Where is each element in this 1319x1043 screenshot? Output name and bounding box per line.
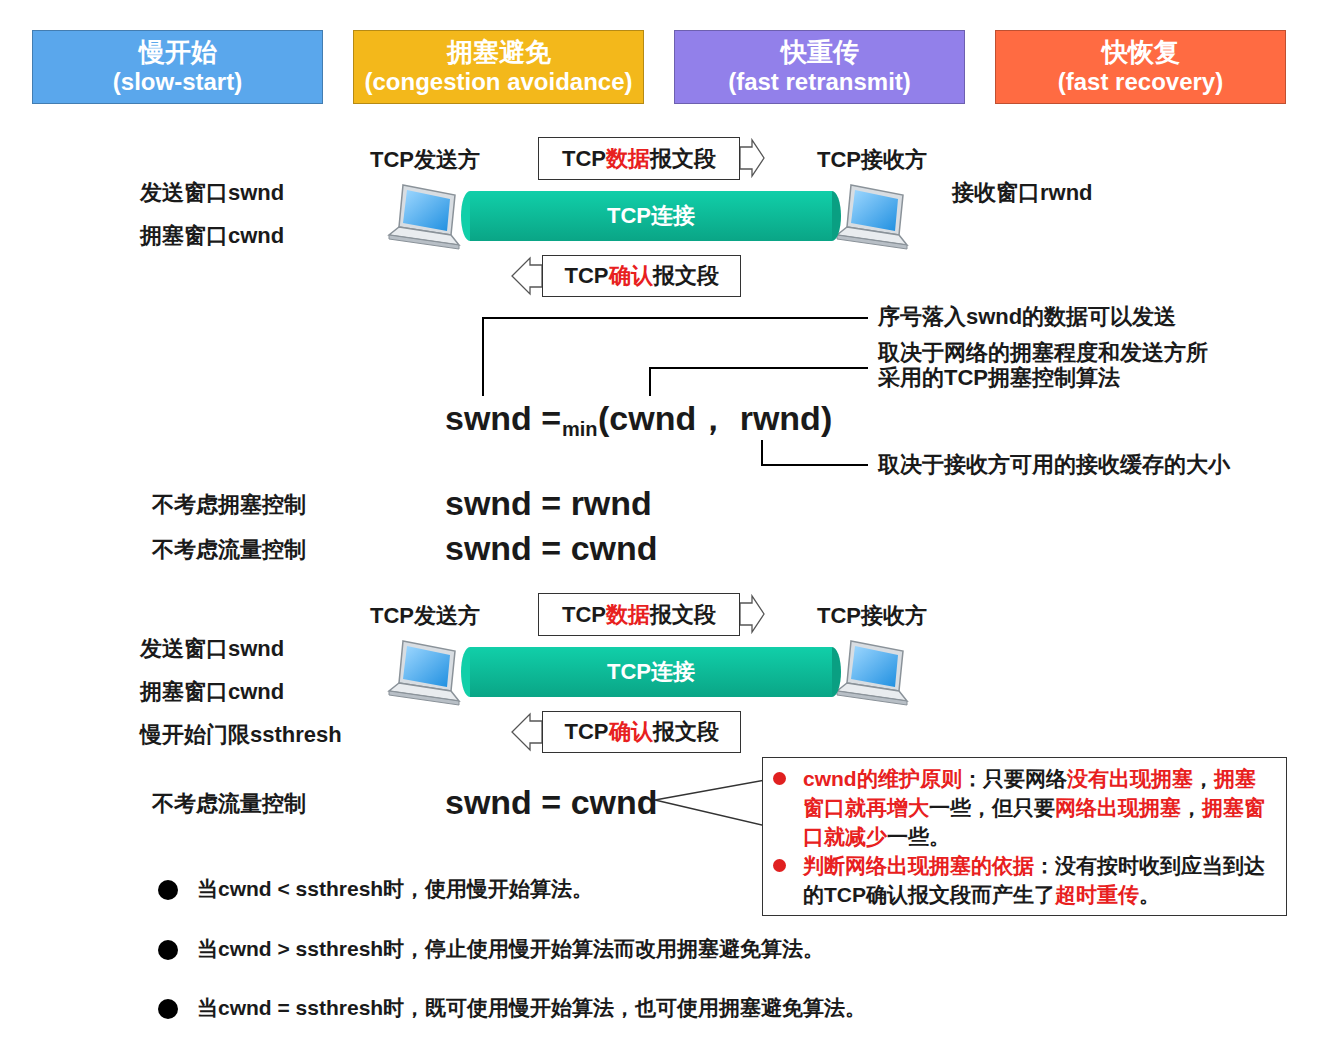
phase-header: 拥塞避免(congestion avoidance) — [353, 30, 644, 104]
segment-label: TCP — [565, 263, 609, 289]
label-text: 发送窗口swnd — [140, 636, 284, 661]
arrow-head — [740, 140, 764, 176]
segment-label: TCP — [562, 146, 606, 172]
callout-paragraph: cwnd的维护原则：只要网络没有出现拥塞，拥塞窗口就再增大一些，但只要网络出现拥… — [803, 764, 1276, 851]
callout-box: cwnd的维护原则：只要网络没有出现拥塞，拥塞窗口就再增大一些，但只要网络出现拥… — [762, 757, 1287, 916]
phase-title: 快恢复 — [1102, 37, 1180, 68]
tcp-connection-pipe: TCP连接 — [470, 191, 832, 241]
segment-label: 确认 — [609, 261, 653, 291]
label-text: 序号落入swnd的数据可以发送 — [878, 304, 1176, 329]
segment-label: 确认 — [609, 717, 653, 747]
callout-text: 一些，但只要 — [929, 796, 1055, 819]
callout-paragraph: 判断网络出现拥塞的依据：没有按时收到应当到达的TCP确认报文段而产生了超时重传。 — [803, 851, 1276, 909]
segment-label: 报文段 — [650, 144, 716, 174]
bullet-dot — [158, 940, 178, 960]
callout-text: ：只要网络 — [962, 767, 1067, 790]
pipe-label: TCP连接 — [607, 201, 695, 231]
label-text: 拥塞窗口cwnd — [140, 679, 284, 704]
label-text: TCP发送方 — [370, 147, 480, 172]
phase-title: 快重传 — [781, 37, 859, 68]
phase-subtitle: (fast retransmit) — [728, 68, 911, 97]
label-text: 接收窗口rwnd — [952, 180, 1093, 205]
bullet-dot — [773, 859, 786, 872]
label-text: 不考虑拥塞控制 — [152, 492, 306, 517]
leader-line — [762, 440, 868, 465]
bullet-dot — [773, 772, 786, 785]
label-text: 当cwnd = ssthresh时，既可使用慢开始算法，也可使用拥塞避免算法。 — [197, 996, 866, 1020]
callout-text: 没有出现拥塞 — [1067, 767, 1193, 790]
segment-box: TCP数据报文段 — [538, 137, 740, 180]
phase-subtitle: (congestion avoidance) — [364, 68, 632, 97]
label-text: 不考虑流量控制 — [152, 537, 306, 562]
formula-text: (cwnd， rwnd) — [598, 399, 832, 438]
formula-text: swnd = rwnd — [445, 484, 652, 523]
callout-text: ， — [1181, 796, 1202, 819]
phase-title: 拥塞避免 — [447, 37, 551, 68]
segment-label: TCP — [562, 602, 606, 628]
laptop-icon — [389, 185, 459, 249]
formula-text: swnd = cwnd — [445, 783, 658, 822]
segment-label: 报文段 — [653, 261, 719, 291]
segment-label: 数据 — [606, 144, 650, 174]
callout-text: 超时重传 — [1055, 883, 1139, 906]
label-text: 不考虑流量控制 — [152, 791, 306, 816]
segment-label: 报文段 — [653, 717, 719, 747]
label-text: 发送窗口swnd — [140, 180, 284, 205]
leader-line — [650, 368, 868, 396]
label-text: TCP发送方 — [370, 603, 480, 628]
label-text: 拥塞窗口cwnd — [140, 223, 284, 248]
leader-line — [483, 318, 868, 396]
phase-header: 快重传(fast retransmit) — [674, 30, 965, 104]
label-text: 慢开始门限ssthresh — [140, 722, 342, 747]
phase-subtitle: (fast recovery) — [1058, 68, 1223, 97]
laptop-icon — [837, 185, 907, 249]
pipe-label: TCP连接 — [607, 657, 695, 687]
segment-box: TCP确认报文段 — [542, 711, 741, 753]
subscript: min — [562, 418, 598, 441]
label-text: TCP接收方 — [817, 603, 927, 628]
bullet-dot — [158, 999, 178, 1019]
callout-text: 一些。 — [887, 825, 950, 848]
label-text: 取决于网络的拥塞程度和发送方所采用的TCP拥塞控制算法 — [878, 340, 1223, 391]
formula-text: swnd = cwnd — [445, 529, 658, 568]
segment-box: TCP确认报文段 — [542, 255, 741, 297]
phase-subtitle: (slow-start) — [113, 68, 242, 97]
arrow-head — [740, 596, 764, 632]
label-text: 当cwnd > ssthresh时，停止使用慢开始算法而改用拥塞避免算法。 — [197, 937, 824, 961]
phase-header: 慢开始(slow-start) — [32, 30, 323, 104]
callout-text: 。 — [1139, 883, 1160, 906]
label-text: TCP接收方 — [817, 147, 927, 172]
formula-text: swnd = — [445, 399, 561, 438]
laptop-icon — [389, 641, 459, 705]
segment-box: TCP数据报文段 — [538, 593, 740, 636]
callout-text: 网络出现拥塞 — [1055, 796, 1181, 819]
segment-label: TCP — [565, 719, 609, 745]
callout-text: ， — [1193, 767, 1214, 790]
bullet-dot — [158, 880, 178, 900]
segment-label: 报文段 — [650, 600, 716, 630]
label-text: 当cwnd < ssthresh时，使用慢开始算法。 — [197, 877, 593, 901]
callout-pointer — [655, 780, 766, 826]
arrow-head — [512, 714, 542, 750]
phase-title: 慢开始 — [139, 37, 217, 68]
arrow-head — [512, 258, 542, 294]
tcp-connection-pipe: TCP连接 — [470, 647, 832, 697]
callout-text: 判断网络出现拥塞的依据 — [803, 854, 1034, 877]
callout-text: cwnd的维护原则 — [803, 767, 962, 790]
segment-label: 数据 — [606, 600, 650, 630]
laptop-icon — [837, 641, 907, 705]
phase-header: 快恢复(fast recovery) — [995, 30, 1286, 104]
label-text: 取决于接收方可用的接收缓存的大小 — [878, 452, 1230, 477]
